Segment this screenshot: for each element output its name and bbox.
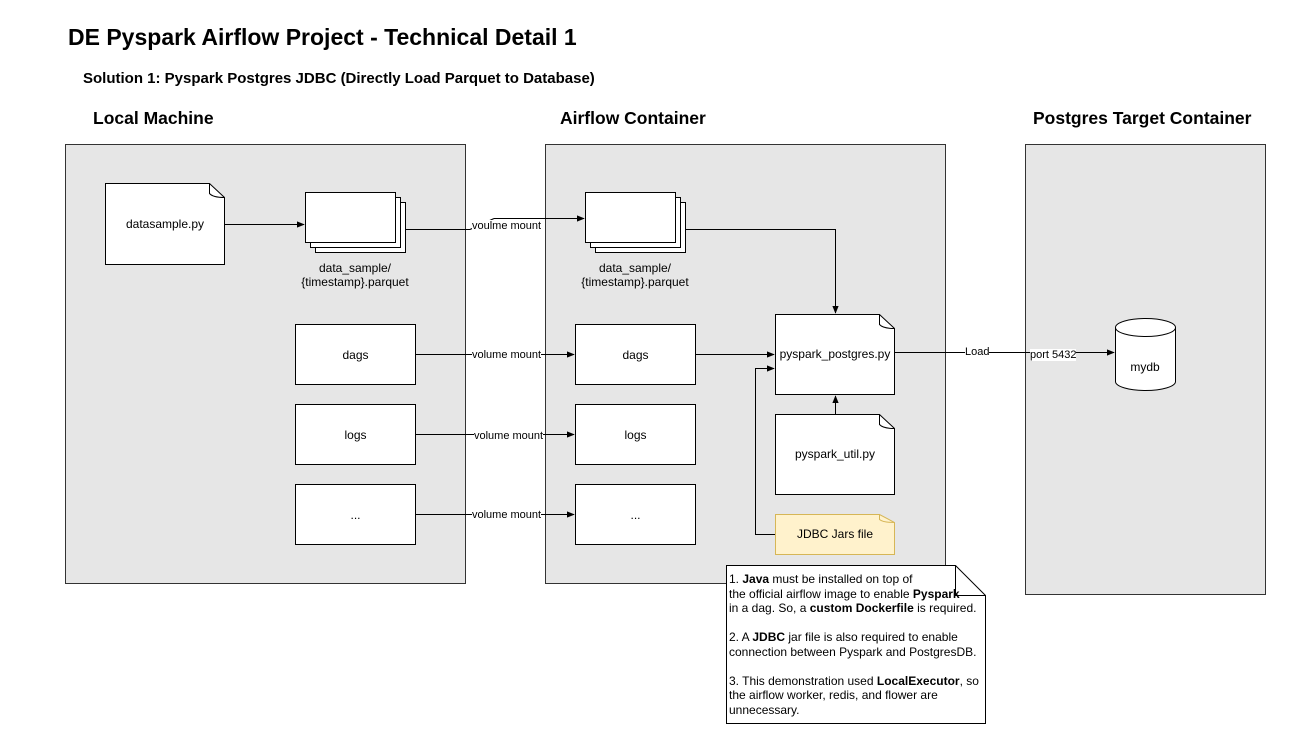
edge-label-parquet-mount: voulme mount (472, 220, 542, 232)
local-parquet-label-line2: {timestamp}.parquet (301, 275, 409, 289)
airflow-logs-box[interactable]: logs (575, 404, 696, 465)
notes-callout-shape (726, 565, 986, 724)
airflow-parquet-label-line2: {timestamp}.parquet (581, 275, 689, 289)
local-machine-heading: Local Machine (93, 108, 214, 128)
local-logs-box[interactable]: logs (295, 404, 416, 465)
edge-label-load: Load (965, 346, 990, 358)
datasample-label: datasample.py (125, 217, 205, 231)
airflow-more-label: ... (630, 507, 641, 522)
page-title: DE Pyspark Airflow Project - Technical D… (68, 24, 577, 50)
airflow-more-box[interactable]: ... (575, 484, 696, 545)
note-item-1: 1. Java must be installed on top of the … (729, 572, 977, 615)
airflow-dags-label: dags (622, 347, 649, 362)
airflow-logs-label: logs (624, 427, 647, 442)
jdbc-jars-label: JDBC Jars file (796, 527, 873, 541)
edge-parquet-volume-mount (406, 219, 584, 230)
pyspark-postgres-label: pyspark_postgres.py (779, 347, 891, 361)
airflow-parquet-label-line1: data_sample/ (598, 261, 672, 275)
edge-label-more-mount: volume mount (472, 509, 542, 521)
datasample-doc-shape[interactable] (105, 183, 225, 265)
edge-label-dags-mount: volume mount (472, 349, 542, 361)
local-more-box[interactable]: ... (295, 484, 416, 545)
local-more-label: ... (350, 507, 361, 522)
local-dags-label: dags (342, 347, 369, 362)
mydb-cylinder[interactable] (1115, 318, 1176, 391)
local-logs-label: logs (344, 427, 367, 442)
airflow-parquet-stack[interactable] (585, 192, 686, 253)
note-item-3: 3. This demonstration used LocalExecutor… (729, 673, 979, 717)
airflow-container-heading: Airflow Container (560, 108, 706, 128)
pyspark-postgres-doc-shape[interactable] (775, 314, 895, 395)
pyspark-util-doc-shape[interactable] (775, 414, 895, 495)
page-subtitle: Solution 1: Pyspark Postgres JDBC (Direc… (83, 70, 595, 87)
edge-label-port: port 5432 (1030, 349, 1077, 361)
postgres-container-heading: Postgres Target Container (1033, 108, 1252, 128)
jdbc-jars-note-shape[interactable] (775, 514, 895, 555)
note-item-2: 2. A JDBC jar file is also required to e… (729, 630, 977, 659)
edge-label-logs-mount: volume mount (474, 430, 544, 442)
airflow-dags-box[interactable]: dags (575, 324, 696, 385)
pyspark-util-label: pyspark_util.py (794, 447, 876, 461)
local-parquet-stack[interactable] (305, 192, 406, 253)
notes-callout: 1. Java must be installed on top of the … (727, 569, 983, 720)
edge-jdbc-to-pyspark (755, 365, 775, 535)
local-parquet-label-line1: data_sample/ (318, 261, 392, 275)
edge-parquet-to-pyspark (686, 229, 839, 314)
local-dags-box[interactable]: dags (295, 324, 416, 385)
mydb-label: mydb (1130, 360, 1160, 374)
